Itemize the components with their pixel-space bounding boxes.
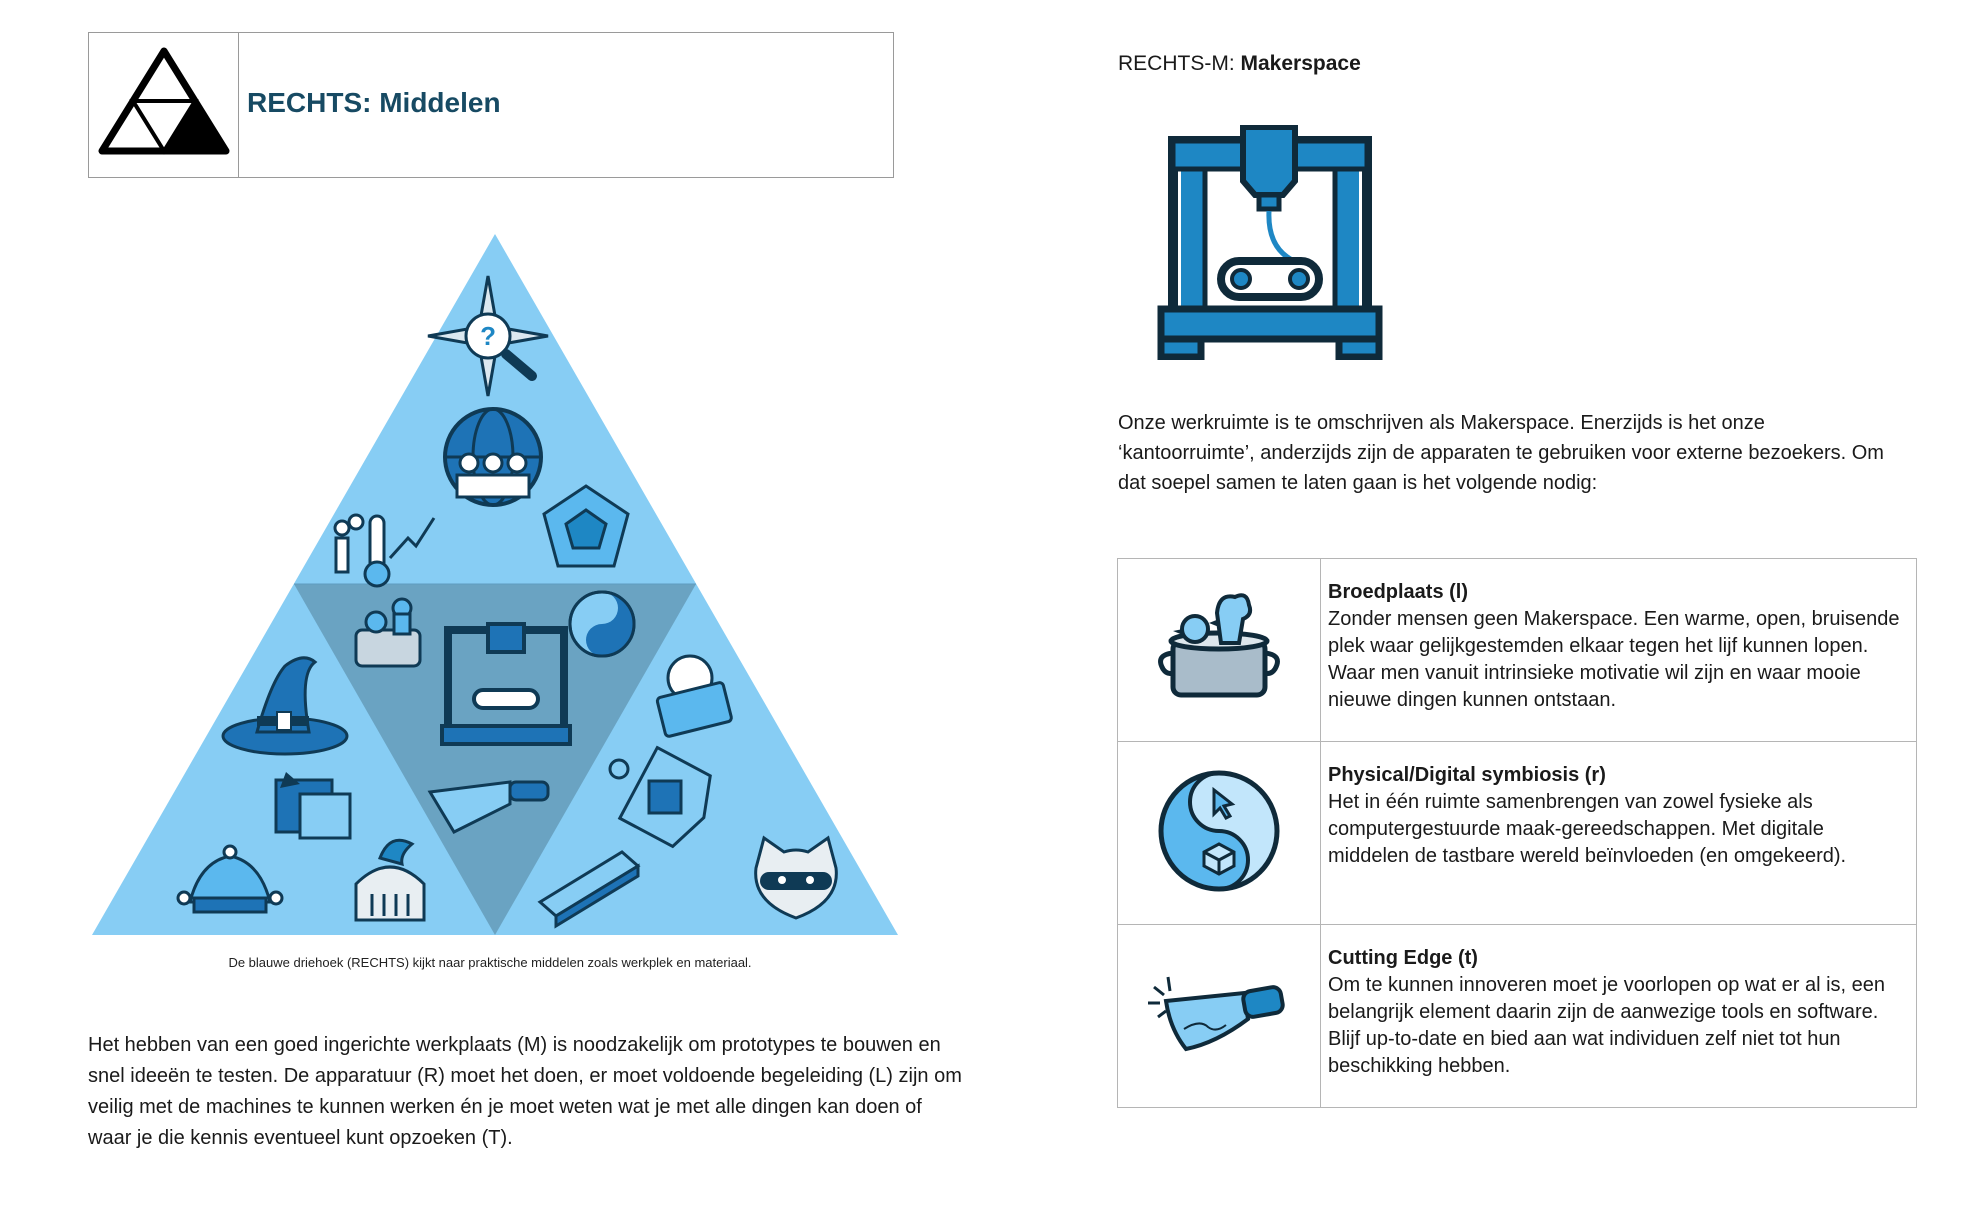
wood-plank-icon (537, 850, 641, 929)
makerspace-description: Onze werkruimte is te omschrijven als Ma… (1118, 412, 1884, 494)
compass-question-icon: ? (427, 275, 549, 397)
cooking-pot-birds-icon (354, 597, 422, 668)
printer-3d-icon (1157, 125, 1383, 360)
knight-helmet-icon (354, 838, 426, 922)
gift-tag-icon (608, 745, 712, 849)
feature-text-cell: Physical/Digital symbiosis (r) Het in éé… (1320, 741, 1917, 925)
knife-icon (427, 780, 550, 834)
header-box: RECHTS: Middelen (88, 32, 894, 178)
intro-paragraph: Het hebben van een goed ingerichte werkp… (88, 1034, 962, 1149)
pyramid-inner-triangle (294, 584, 696, 935)
page-title: RECHTS: Middelen (247, 87, 501, 118)
section-prefix: RECHTS-M: (1118, 52, 1241, 75)
pyramid-caption: De blauwe driehoek (RECHTS) kijkt naar p… (228, 955, 752, 970)
raccoon-icon (754, 835, 838, 920)
table-row: Cutting Edge (t) Om te kunnen innoveren … (1117, 924, 1917, 1108)
feature-text-cell: Broedplaats (l) Zonder mensen geen Maker… (1320, 558, 1917, 742)
dodecahedron-icon (542, 484, 630, 568)
clock-ticket-icon (655, 654, 733, 738)
pyramid-diagram: ? (92, 234, 898, 935)
witch-hat-icon (221, 656, 349, 756)
section-heading: RECHTS-M: Makerspace (1118, 52, 1361, 76)
yin-yang-icon (568, 590, 636, 658)
feature-title: Broedplaats (l) (1328, 581, 1469, 603)
table-row: Broedplaats (l) Zonder mensen geen Maker… (1117, 558, 1917, 742)
triangle-logo-icon (98, 47, 230, 155)
table-row: Physical/Digital symbiosis (r) Het in éé… (1117, 741, 1917, 925)
printer-3d-icon (440, 622, 572, 746)
feature-text: Het in één ruimte samenbrengen van zowel… (1328, 791, 1847, 867)
yin-yang-icon (1158, 770, 1280, 891)
cooking-pot-birds-icon (1158, 592, 1280, 697)
feature-icon-cell (1117, 558, 1321, 742)
thermometer-growth-icon (333, 513, 436, 588)
header-logo-cell (89, 33, 239, 177)
features-table: Broedplaats (l) Zonder mensen geen Maker… (1117, 558, 1917, 1108)
feature-icon-cell (1117, 924, 1321, 1108)
svg-text:?: ? (480, 321, 496, 351)
globe-people-icon (443, 407, 543, 507)
feature-text: Zonder mensen geen Makerspace. Een warme… (1328, 608, 1900, 711)
knife-icon (1148, 976, 1285, 1051)
feature-text: Om te kunnen innoveren moet je voorlopen… (1328, 974, 1885, 1077)
section-name: Makerspace (1240, 52, 1361, 75)
feature-title: Cutting Edge (t) (1328, 947, 1478, 969)
feature-icon-cell (1117, 741, 1321, 925)
comic-creature-icon (274, 772, 352, 840)
feature-title: Physical/Digital symbiosis (r) (1328, 764, 1606, 786)
jester-hat-icon (176, 844, 284, 914)
feature-text-cell: Cutting Edge (t) Om te kunnen innoveren … (1320, 924, 1917, 1108)
